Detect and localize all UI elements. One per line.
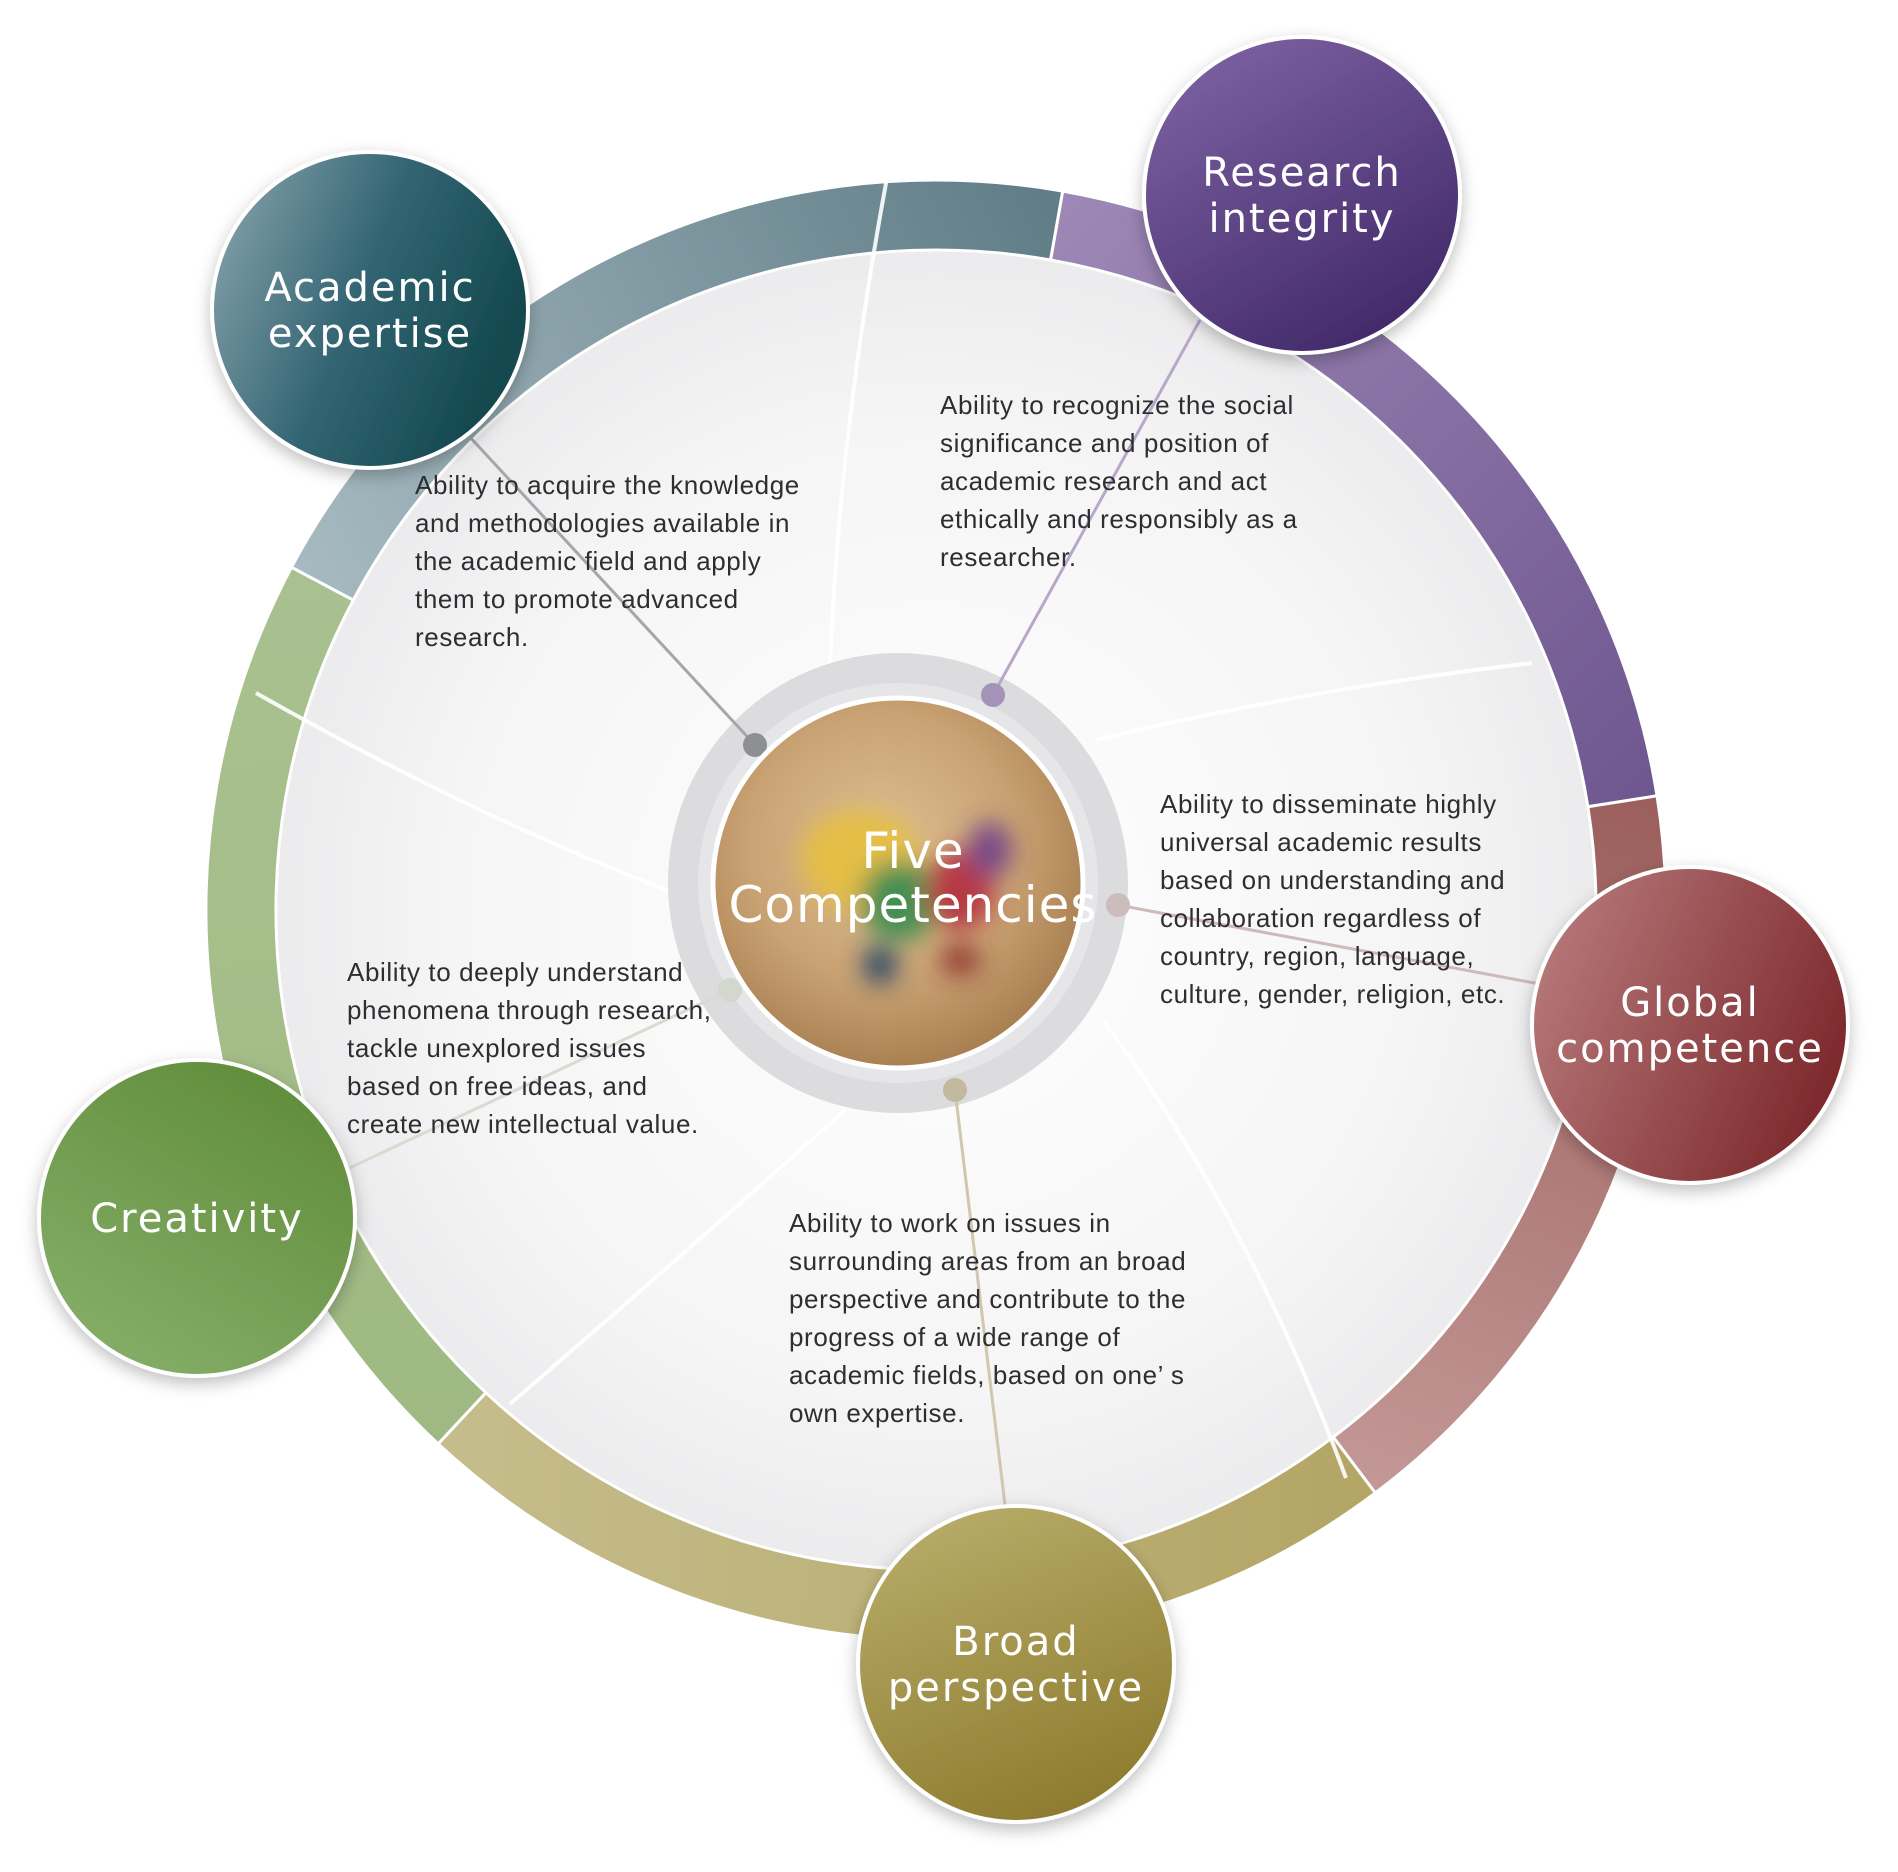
- description-line: researcher.: [940, 542, 1077, 572]
- node-circle-academic-expertise: [210, 150, 530, 470]
- node-label-research-integrity-line2: integrity: [1208, 196, 1395, 242]
- divider-academic-research: [828, 145, 895, 666]
- node-label-global-competence-line1: Global: [1620, 980, 1760, 1026]
- description-line: Ability to deeply understand: [347, 957, 684, 987]
- description-line: own expertise.: [789, 1398, 966, 1428]
- connector-creativity: [344, 988, 731, 1172]
- description-line: Ability to disseminate highly: [1160, 789, 1497, 819]
- description-global-competence: Ability to disseminate highly universal a…: [1160, 785, 1505, 1013]
- description-academic-expertise: Ability to acquire the knowledge and meth…: [415, 466, 800, 656]
- node-circle-broad-perspective: [856, 1504, 1176, 1824]
- description-line: phenomena through research,: [347, 995, 712, 1025]
- node-label-research-integrity-line1: Research: [1202, 150, 1401, 196]
- divider-creativity-academic: [255, 691, 681, 897]
- description-line: and methodologies available in: [415, 508, 791, 538]
- divider-research-global: [1095, 661, 1533, 742]
- connector-dot-creativity: [718, 978, 742, 1002]
- description-line: Ability to recognize the social: [940, 390, 1294, 420]
- connector-dot-broad: [943, 1078, 967, 1102]
- node-label-broad-perspective-line1: Broad: [952, 1619, 1079, 1665]
- connector-broad: [953, 1089, 1007, 1506]
- description-line: collaboration regardless of: [1160, 903, 1482, 933]
- description-line: Ability to acquire the knowledge: [415, 470, 800, 500]
- node-circle-creativity: [37, 1058, 357, 1378]
- description-broad-perspective: Ability to work on issues in surrounding …: [789, 1204, 1186, 1432]
- node-label-global-competence-line2: competence: [1556, 1026, 1824, 1072]
- description-creativity: Ability to deeply understand phenomena th…: [347, 953, 712, 1143]
- connector-research: [991, 319, 1202, 696]
- segment-dividers: [255, 145, 1533, 1479]
- description-line: progress of a wide range of: [789, 1322, 1121, 1352]
- center-circle: Five Competencies: [710, 695, 1098, 1071]
- description-line: country, region, language,: [1160, 941, 1475, 971]
- node-label-academic-expertise-line2: expertise: [268, 311, 472, 357]
- description-line: academic fields, based on one’ s: [789, 1360, 1185, 1390]
- center-title-line2: Competencies: [729, 876, 1098, 934]
- connector-dot-research: [981, 683, 1005, 707]
- description-line: universal academic results: [1160, 827, 1482, 857]
- description-line: ethically and responsibly as a: [940, 504, 1298, 534]
- node-label-creativity-line1: Creativity: [90, 1196, 304, 1242]
- connector-dots: [718, 683, 1130, 1102]
- description-line: culture, gender, religion, etc.: [1160, 979, 1506, 1009]
- description-line: the academic field and apply: [415, 546, 762, 576]
- description-line: Ability to work on issues in: [789, 1208, 1111, 1238]
- node-creativity: Creativity: [37, 1058, 357, 1378]
- connector-global: [1117, 903, 1546, 987]
- description-line: based on free ideas, and: [347, 1071, 648, 1101]
- description-line: them to promote advanced: [415, 584, 739, 614]
- node-circle-research-integrity: [1142, 35, 1462, 355]
- description-line: tackle unexplored issues: [347, 1033, 647, 1063]
- connector-academic: [466, 433, 757, 747]
- node-label-broad-perspective-line2: perspective: [888, 1665, 1144, 1711]
- center-title-line1: Five: [861, 822, 964, 880]
- description-line: academic research and act: [940, 466, 1268, 496]
- node-label-academic-expertise-line1: Academic: [264, 265, 475, 311]
- connector-dot-academic: [743, 733, 767, 757]
- description-line: research.: [415, 622, 529, 652]
- description-research-integrity: Ability to recognize the social significa…: [940, 386, 1298, 576]
- description-line: perspective and contribute to the: [789, 1284, 1187, 1314]
- description-line: surrounding areas from an broad: [789, 1246, 1187, 1276]
- divider-global-broad: [1101, 1018, 1348, 1479]
- node-circle-global-competence: [1530, 865, 1850, 1185]
- description-line: based on understanding and: [1160, 865, 1506, 895]
- connector-lines: [344, 319, 1546, 1506]
- divider-broad-creativity: [508, 1108, 847, 1406]
- description-line: significance and position of: [940, 428, 1270, 458]
- description-line: create new intellectual value.: [347, 1109, 699, 1139]
- connector-dot-global: [1106, 893, 1130, 917]
